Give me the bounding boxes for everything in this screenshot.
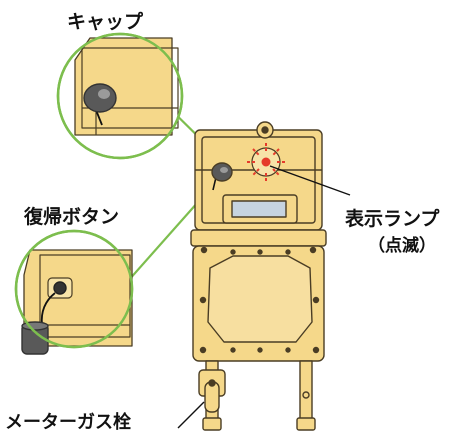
valve-leader-line — [177, 401, 205, 429]
lamp-leader-line — [269, 165, 351, 196]
display-window — [222, 194, 298, 224]
cap-label: キャップ — [67, 11, 144, 33]
reset-button-label: 復帰ボタン — [24, 206, 120, 228]
blinking-lamp-icon — [247, 143, 285, 181]
meter-gas-valve-label: メーターガス栓 — [5, 412, 131, 433]
cap-on-meter-icon — [211, 162, 233, 191]
indicator-lamp-label: 表示ランプ — [345, 208, 440, 230]
meter-band — [190, 229, 327, 247]
valve-icon — [198, 369, 226, 413]
blinking-note-label: （点滅） — [368, 236, 436, 256]
reset-button-callout-circle — [14, 229, 134, 355]
meter-lower-body — [192, 245, 325, 362]
cap-callout-circle — [56, 32, 184, 160]
